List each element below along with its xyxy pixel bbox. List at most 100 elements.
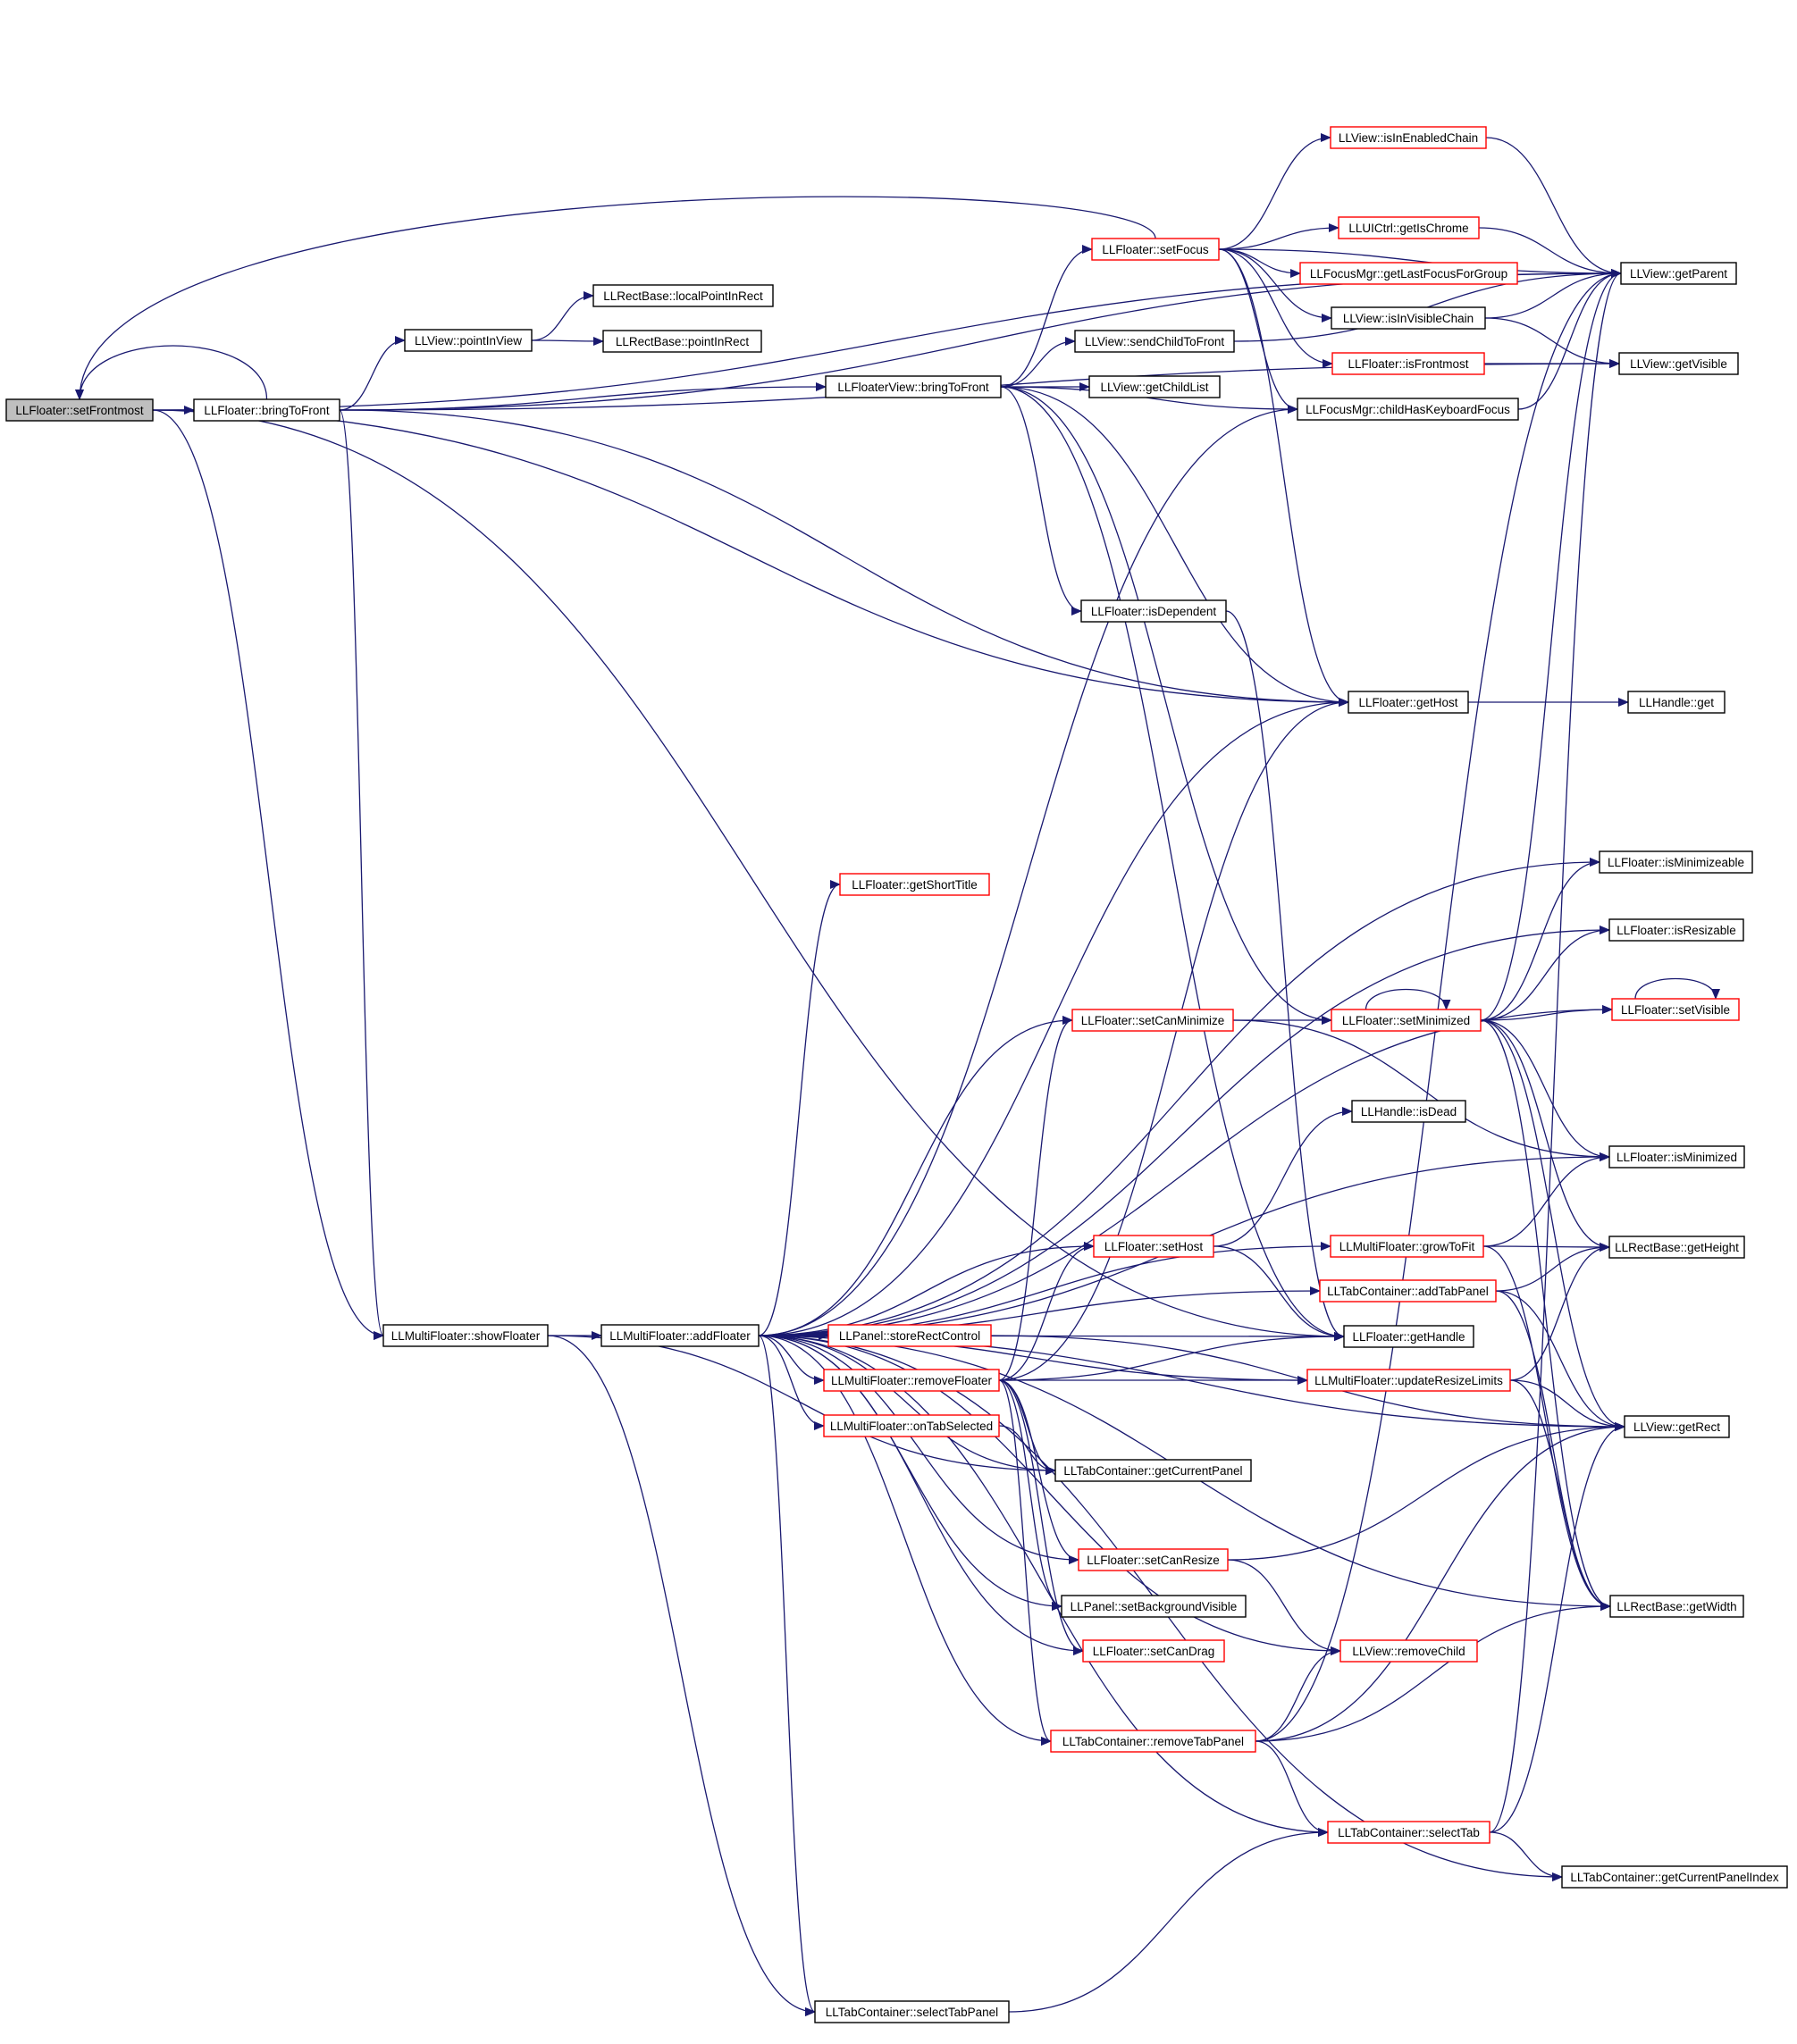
node-grow-to-fit[interactable]: LLMultiFloater::growToFit bbox=[1330, 1235, 1484, 1258]
node-set-focus[interactable]: LLFloater::setFocus bbox=[1091, 238, 1220, 261]
node-add-tab-panel[interactable]: LLTabContainer::addTabPanel bbox=[1319, 1279, 1497, 1303]
node-box[interactable] bbox=[1088, 375, 1221, 398]
node-local-point-in-rect[interactable]: LLRectBase::localPointInRect bbox=[592, 284, 774, 307]
node-is-frontmost[interactable]: LLFloater::isFrontmost bbox=[1331, 352, 1485, 375]
node-box[interactable] bbox=[1078, 1548, 1229, 1571]
node-box[interactable] bbox=[1561, 1865, 1788, 1889]
node-floater-view-bring-to-front[interactable]: LLFloaterView::bringToFront bbox=[825, 375, 1002, 398]
node-remove-child[interactable]: LLView::removeChild bbox=[1339, 1639, 1478, 1663]
node-box[interactable] bbox=[1050, 1730, 1256, 1753]
node-bring-to-front[interactable]: LLFloater::bringToFront bbox=[193, 398, 340, 422]
node-is-in-visible-chain[interactable]: LLView::isInVisibleChain bbox=[1331, 306, 1486, 330]
node-box[interactable] bbox=[1618, 352, 1739, 375]
node-is-minimized[interactable]: LLFloater::isMinimized bbox=[1608, 1145, 1745, 1169]
node-point-in-rect[interactable]: LLRectBase::pointInRect bbox=[602, 330, 762, 353]
node-box[interactable] bbox=[825, 375, 1002, 398]
node-box[interactable] bbox=[1348, 691, 1469, 714]
node-get-height[interactable]: LLRectBase::getHeight bbox=[1608, 1236, 1745, 1259]
node-box[interactable] bbox=[404, 329, 533, 352]
node-get-visible[interactable]: LLView::getVisible bbox=[1618, 352, 1739, 375]
node-set-can-minimize[interactable]: LLFloater::setCanMinimize bbox=[1071, 1009, 1234, 1032]
node-get-width[interactable]: LLRectBase::getWidth bbox=[1609, 1595, 1744, 1618]
node-box[interactable] bbox=[814, 2000, 1010, 2023]
node-box[interactable] bbox=[1091, 238, 1220, 261]
node-set-can-drag[interactable]: LLFloater::setCanDrag bbox=[1082, 1639, 1225, 1663]
node-get-host[interactable]: LLFloater::getHost bbox=[1348, 691, 1469, 714]
node-point-in-view[interactable]: LLView::pointInView bbox=[404, 329, 533, 352]
node-get-last-focus-for-group[interactable]: LLFocusMgr::getLastFocusForGroup bbox=[1299, 262, 1518, 285]
node-box[interactable] bbox=[1351, 1100, 1466, 1123]
node-send-child-to-front[interactable]: LLView::sendChildToFront bbox=[1074, 330, 1235, 353]
node-set-background-visible[interactable]: LLPanel::setBackgroundVisible bbox=[1061, 1595, 1247, 1618]
node-box[interactable] bbox=[1608, 1145, 1745, 1169]
node-box[interactable] bbox=[382, 1324, 549, 1347]
node-box[interactable] bbox=[1082, 1639, 1225, 1663]
node-store-rect-control[interactable]: LLPanel::storeRectControl bbox=[827, 1324, 992, 1347]
node-set-can-resize[interactable]: LLFloater::setCanResize bbox=[1078, 1548, 1229, 1571]
node-box[interactable] bbox=[592, 284, 774, 307]
node-handle-get[interactable]: LLHandle::get bbox=[1627, 691, 1726, 714]
node-get-parent[interactable]: LLView::getParent bbox=[1620, 262, 1737, 285]
node-box[interactable] bbox=[1319, 1279, 1497, 1303]
node-box[interactable] bbox=[602, 330, 762, 353]
node-box[interactable] bbox=[1306, 1369, 1511, 1392]
node-get-short-title[interactable]: LLFloater::getShortTitle bbox=[839, 873, 990, 896]
node-box[interactable] bbox=[1609, 1595, 1744, 1618]
node-box[interactable] bbox=[1330, 126, 1487, 149]
node-box[interactable] bbox=[1627, 691, 1726, 714]
node-box[interactable] bbox=[1331, 1009, 1482, 1032]
node-set-minimized[interactable]: LLFloater::setMinimized bbox=[1331, 1009, 1482, 1032]
node-box[interactable] bbox=[1093, 1235, 1214, 1258]
node-get-rect[interactable]: LLView::getRect bbox=[1624, 1415, 1730, 1438]
node-get-handle[interactable]: LLFloater::getHandle bbox=[1343, 1325, 1474, 1348]
node-update-resize-limits[interactable]: LLMultiFloater::updateResizeLimits bbox=[1306, 1369, 1511, 1392]
node-box[interactable] bbox=[600, 1324, 760, 1347]
node-is-dependent[interactable]: LLFloater::isDependent bbox=[1080, 599, 1227, 623]
node-child-has-keyboard-focus[interactable]: LLFocusMgr::childHasKeyboardFocus bbox=[1297, 398, 1519, 421]
node-get-current-panel[interactable]: LLTabContainer::getCurrentPanel bbox=[1054, 1459, 1252, 1482]
node-box[interactable] bbox=[827, 1324, 992, 1347]
node-select-tab-panel[interactable]: LLTabContainer::selectTabPanel bbox=[814, 2000, 1010, 2023]
node-box[interactable] bbox=[1299, 262, 1518, 285]
node-box[interactable] bbox=[1599, 850, 1753, 874]
node-add-floater[interactable]: LLMultiFloater::addFloater bbox=[600, 1324, 760, 1347]
node-box[interactable] bbox=[1339, 1639, 1478, 1663]
node-box[interactable] bbox=[1074, 330, 1235, 353]
node-box[interactable] bbox=[1338, 216, 1480, 239]
node-box[interactable] bbox=[1080, 599, 1227, 623]
node-box[interactable] bbox=[839, 873, 990, 896]
node-box[interactable] bbox=[1620, 262, 1737, 285]
node-box[interactable] bbox=[1608, 918, 1744, 942]
node-box[interactable] bbox=[1330, 1235, 1484, 1258]
node-box[interactable] bbox=[1071, 1009, 1234, 1032]
node-box[interactable] bbox=[1061, 1595, 1247, 1618]
node-get-is-chrome[interactable]: LLUICtrl::getIsChrome bbox=[1338, 216, 1480, 239]
node-box[interactable] bbox=[1331, 352, 1485, 375]
node-box[interactable] bbox=[1611, 998, 1740, 1021]
node-on-tab-selected[interactable]: LLMultiFloater::onTabSelected bbox=[823, 1414, 1000, 1437]
node-remove-tab-panel[interactable]: LLTabContainer::removeTabPanel bbox=[1050, 1730, 1256, 1753]
node-box[interactable] bbox=[1331, 306, 1486, 330]
node-get-current-panel-index[interactable]: LLTabContainer::getCurrentPanelIndex bbox=[1561, 1865, 1788, 1889]
node-is-dead[interactable]: LLHandle::isDead bbox=[1351, 1100, 1466, 1123]
node-box[interactable] bbox=[823, 1369, 1000, 1392]
node-show-floater[interactable]: LLMultiFloater::showFloater bbox=[382, 1324, 549, 1347]
node-is-in-enabled-chain[interactable]: LLView::isInEnabledChain bbox=[1330, 126, 1487, 149]
node-box[interactable] bbox=[5, 398, 154, 422]
node-remove-floater[interactable]: LLMultiFloater::removeFloater bbox=[823, 1369, 1000, 1392]
node-set-host[interactable]: LLFloater::setHost bbox=[1093, 1235, 1214, 1258]
node-box[interactable] bbox=[823, 1414, 1000, 1437]
node-get-child-list[interactable]: LLView::getChildList bbox=[1088, 375, 1221, 398]
node-set-frontmost[interactable]: LLFloater::setFrontmost bbox=[5, 398, 154, 422]
node-box[interactable] bbox=[1624, 1415, 1730, 1438]
node-set-visible[interactable]: LLFloater::setVisible bbox=[1611, 998, 1740, 1021]
node-box[interactable] bbox=[1343, 1325, 1474, 1348]
node-box[interactable] bbox=[1297, 398, 1519, 421]
node-box[interactable] bbox=[193, 398, 340, 422]
node-is-resizable[interactable]: LLFloater::isResizable bbox=[1608, 918, 1744, 942]
node-box[interactable] bbox=[1327, 1821, 1491, 1844]
node-is-minimizeable[interactable]: LLFloater::isMinimizeable bbox=[1599, 850, 1753, 874]
node-select-tab[interactable]: LLTabContainer::selectTab bbox=[1327, 1821, 1491, 1844]
node-box[interactable] bbox=[1054, 1459, 1252, 1482]
node-box[interactable] bbox=[1608, 1236, 1745, 1259]
